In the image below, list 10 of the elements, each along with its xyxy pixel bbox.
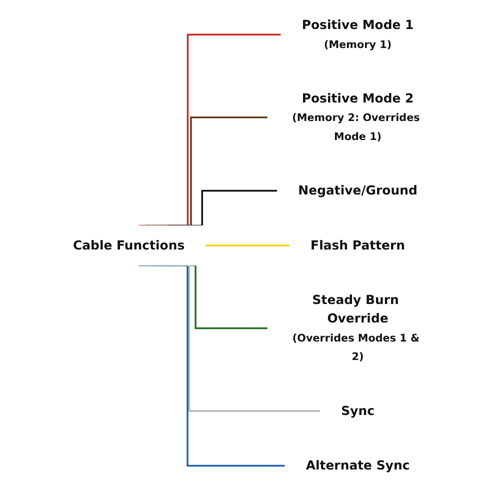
node-text: Alternate Sync — [306, 458, 410, 473]
node-text: Negative/Ground — [298, 184, 418, 198]
node-text: Flash Pattern — [310, 238, 405, 253]
connector — [168, 190, 278, 227]
node-text: Steady Burn Override (Overrides Modes 1 & 2) — [292, 292, 420, 363]
node-text: Positive Mode 2 (Memory 2: Overrides Mode 1) — [292, 91, 420, 143]
node-text: Positive Mode 1 (Memory 1) — [302, 18, 414, 51]
node-text: Sync — [341, 404, 374, 418]
connector — [205, 244, 290, 246]
connector — [145, 116, 268, 227]
